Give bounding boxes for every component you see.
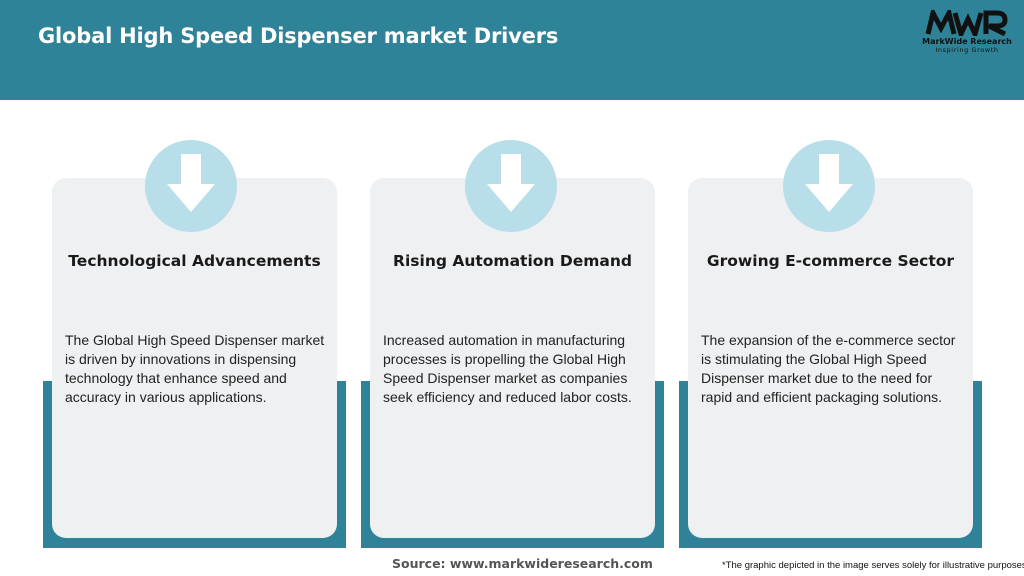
card-title: Rising Automation Demand <box>393 252 632 270</box>
driver-icon-circle <box>145 140 237 232</box>
driver-card-1: Technological Advancements The Global Hi… <box>43 178 352 548</box>
arrow-down-icon <box>487 154 535 212</box>
page-title: Global High Speed Dispenser market Drive… <box>38 24 559 48</box>
card-description: The expansion of the e-commerce sector i… <box>701 332 956 405</box>
logo: MarkWide Research Inspiring Growth <box>922 10 1012 58</box>
card-description: Increased automation in manufacturing pr… <box>383 332 632 405</box>
card-description: The Global High Speed Dispenser market i… <box>65 332 325 405</box>
card-panel: Rising Automation Demand Increased autom… <box>370 178 655 538</box>
logo-name: MarkWide Research <box>922 37 1012 46</box>
driver-card-3: Growing E-commerce Sector The expansion … <box>679 178 988 548</box>
mwr-logo-icon <box>925 10 1008 36</box>
arrow-down-icon <box>167 154 215 212</box>
header-banner: Global High Speed Dispenser market Drive… <box>0 0 1024 100</box>
logo-tagline: Inspiring Growth <box>935 46 999 54</box>
card-title: Technological Advancements <box>68 252 321 270</box>
driver-icon-circle <box>465 140 557 232</box>
arrow-down-icon <box>805 154 853 212</box>
driver-card-2: Rising Automation Demand Increased autom… <box>361 178 670 548</box>
card-panel: Growing E-commerce Sector The expansion … <box>688 178 973 538</box>
card-title: Growing E-commerce Sector <box>706 252 955 270</box>
source-link[interactable]: Source: www.markwideresearch.com <box>392 556 653 571</box>
disclaimer-note: *The graphic depicted in the image serve… <box>722 560 1024 571</box>
driver-icon-circle <box>783 140 875 232</box>
card-panel: Technological Advancements The Global Hi… <box>52 178 337 538</box>
